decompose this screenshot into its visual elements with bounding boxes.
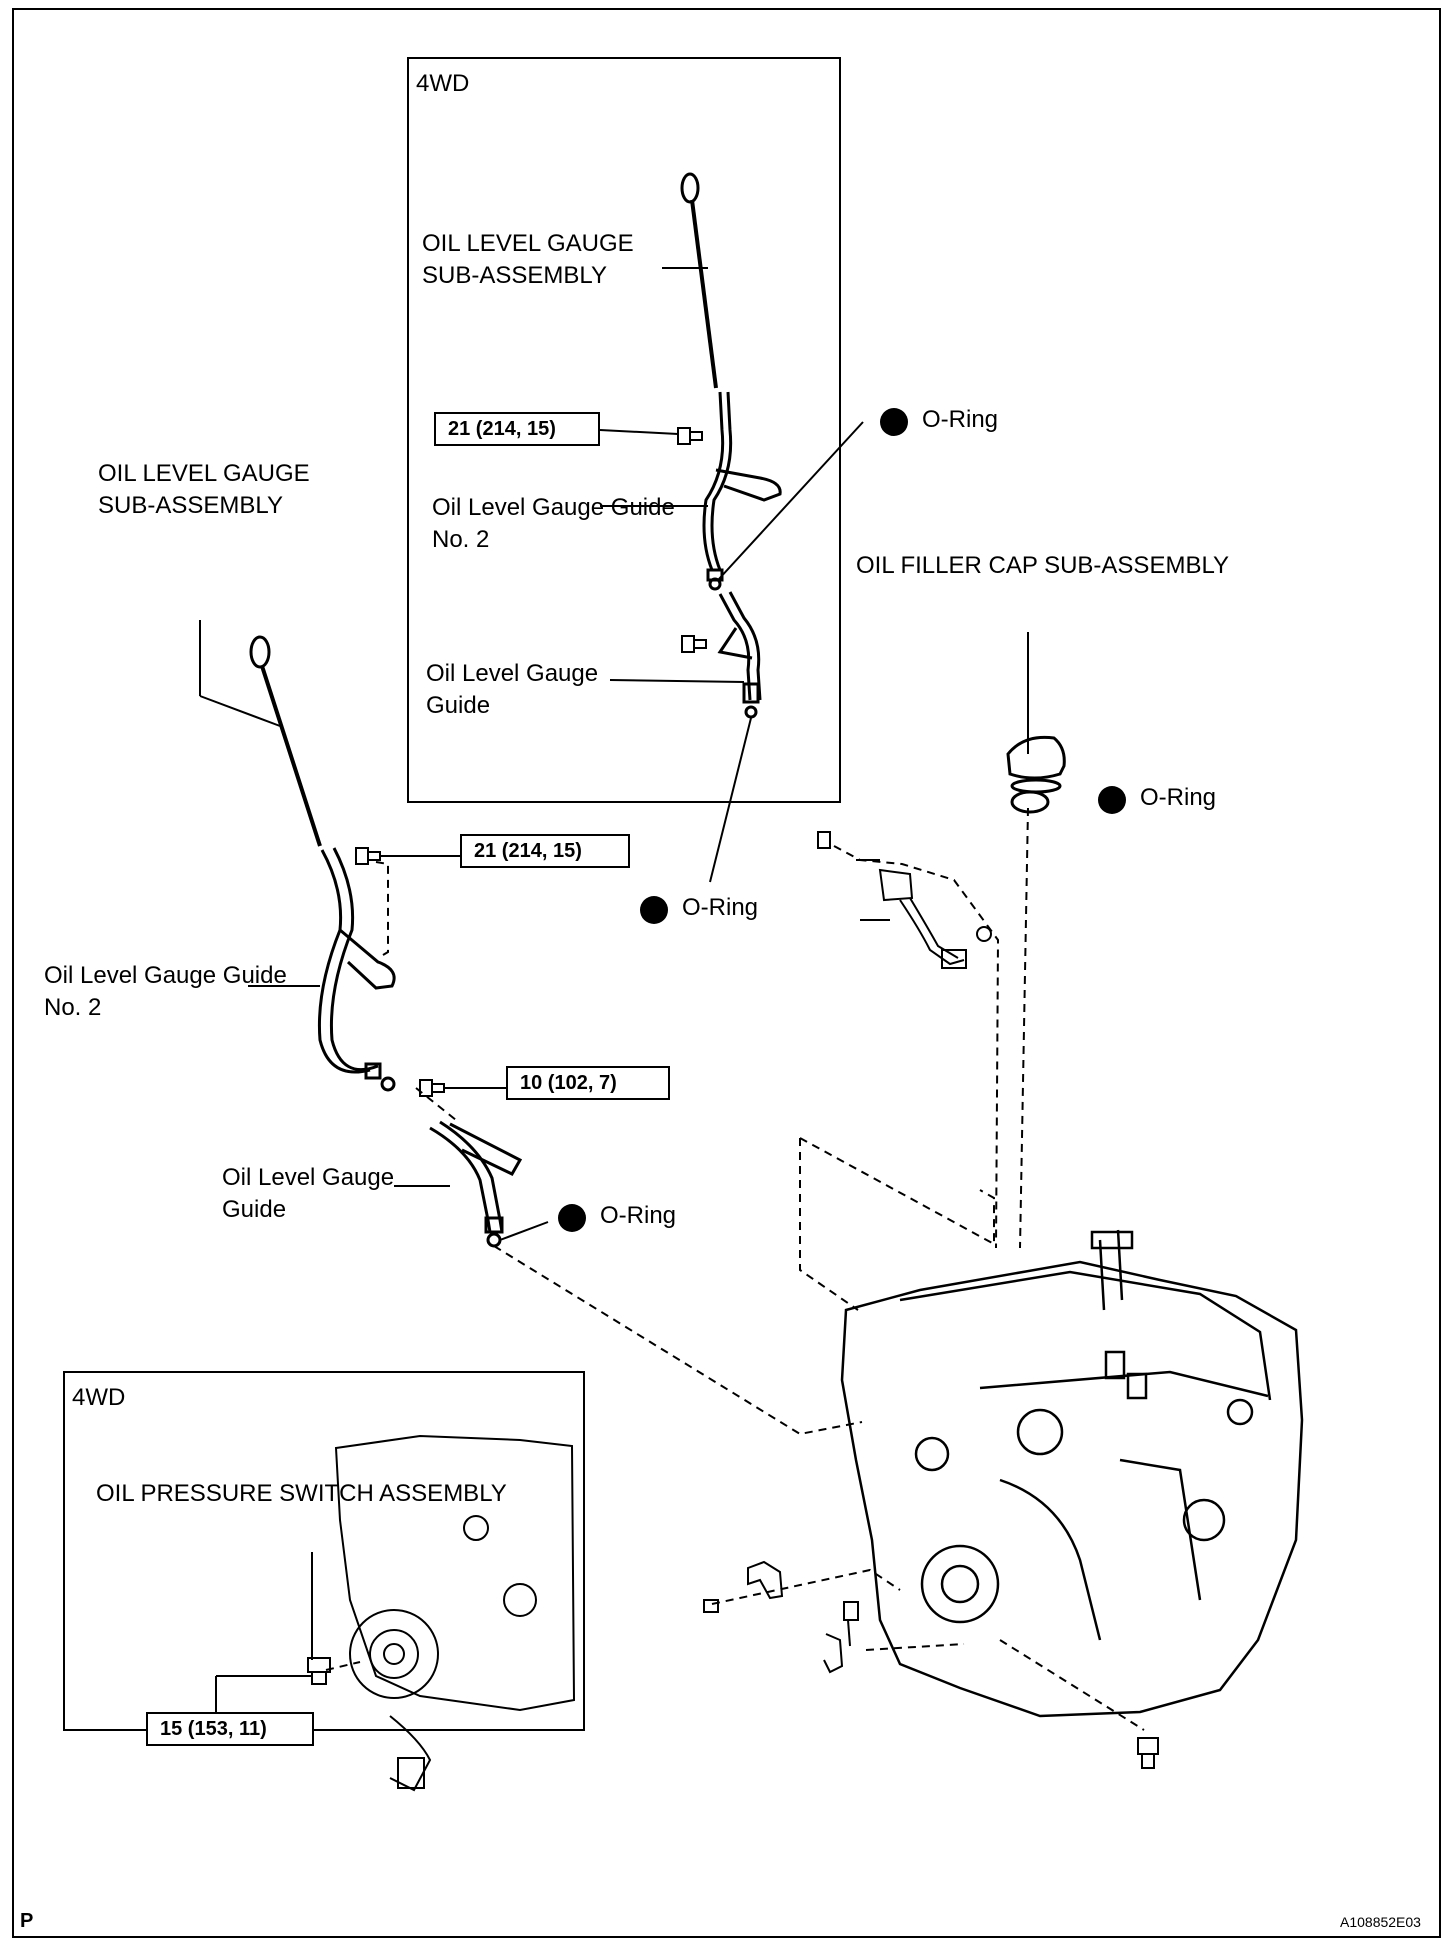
diagram-frame: [12, 8, 1441, 1938]
oring-dot-filler-cap: [1098, 786, 1126, 814]
label-oring-4wd-lower: O-Ring: [682, 894, 759, 921]
inset-bottom-title: 4WD: [72, 1384, 126, 1411]
guide-no2-main-drawing: [317, 847, 396, 1092]
sensor-bracket-drawing: [817, 831, 992, 969]
oil-pressure-switch-inset-drawing: [307, 1657, 331, 1685]
oring-dot-4wd-lower: [640, 896, 668, 924]
label-oil-level-gauge-sub-assembly-4wd: OIL LEVEL GAUGE SUB-ASSEMBLY: [422, 230, 634, 289]
footer-mark: P: [20, 1910, 34, 1932]
torque-box-main-guide: 21 (214, 15): [460, 834, 630, 868]
lower-bracket-drawing: [703, 1560, 859, 1674]
oil-pressure-switch-main-drawing: [1137, 1737, 1159, 1769]
torque-box-oil-pressure-switch: 15 (153, 11): [146, 1712, 314, 1746]
guide-4wd-drawing: [717, 591, 762, 719]
label-oil-level-gauge-guide-no2-4wd: Oil Level Gauge Guide No. 2: [432, 494, 675, 553]
label-oil-level-gauge-guide-4wd: Oil Level Gauge Guide: [426, 660, 599, 719]
label-oring-filler-cap: O-Ring: [1140, 784, 1217, 811]
guide-no2-4wd-drawing: [702, 391, 782, 591]
figure-code: A108852E03: [1340, 1914, 1421, 1930]
engine-block-drawing: [840, 1229, 1304, 1718]
label-oil-level-gauge-sub-assembly-main: OIL LEVEL GAUGE SUB-ASSEMBLY: [98, 460, 310, 519]
inset-box-4wd-top: [407, 57, 841, 803]
label-oil-level-gauge-guide-no2-main: Oil Level Gauge Guide No. 2: [44, 962, 287, 1021]
label-oil-pressure-switch-assembly: OIL PRESSURE SWITCH ASSEMBLY: [96, 1480, 507, 1507]
inset-box-4wd-bottom: [63, 1371, 585, 1731]
oring-dot-4wd: [880, 408, 908, 436]
bolt-4wd-1: [677, 427, 703, 445]
guide-main-drawing: [429, 1120, 523, 1248]
oil-filler-cap-drawing: [1006, 735, 1066, 814]
dipstick-main-drawing: [249, 635, 322, 847]
label-oil-filler-cap-sub-assembly: OIL FILLER CAP SUB-ASSEMBLY: [856, 552, 1230, 579]
dipstick-4wd-drawing: [680, 172, 718, 389]
oring-dot-main-guide: [558, 1204, 586, 1232]
bolt-4wd-2: [681, 635, 707, 653]
torque-box-main-guide-no2: 10 (102, 7): [506, 1066, 670, 1100]
label-oring-4wd: O-Ring: [922, 406, 999, 433]
label-oring-main-guide: O-Ring: [600, 1202, 677, 1229]
assembly-dashed-lines: [325, 807, 1145, 1731]
inset-top-title: 4WD: [416, 70, 470, 97]
torque-box-4wd-guide: 21 (214, 15): [434, 412, 600, 446]
bolt-main-2: [419, 1079, 445, 1097]
label-oil-level-gauge-guide-main: Oil Level Gauge Guide: [222, 1164, 395, 1223]
inset-engine-drawing: [334, 1434, 576, 1792]
